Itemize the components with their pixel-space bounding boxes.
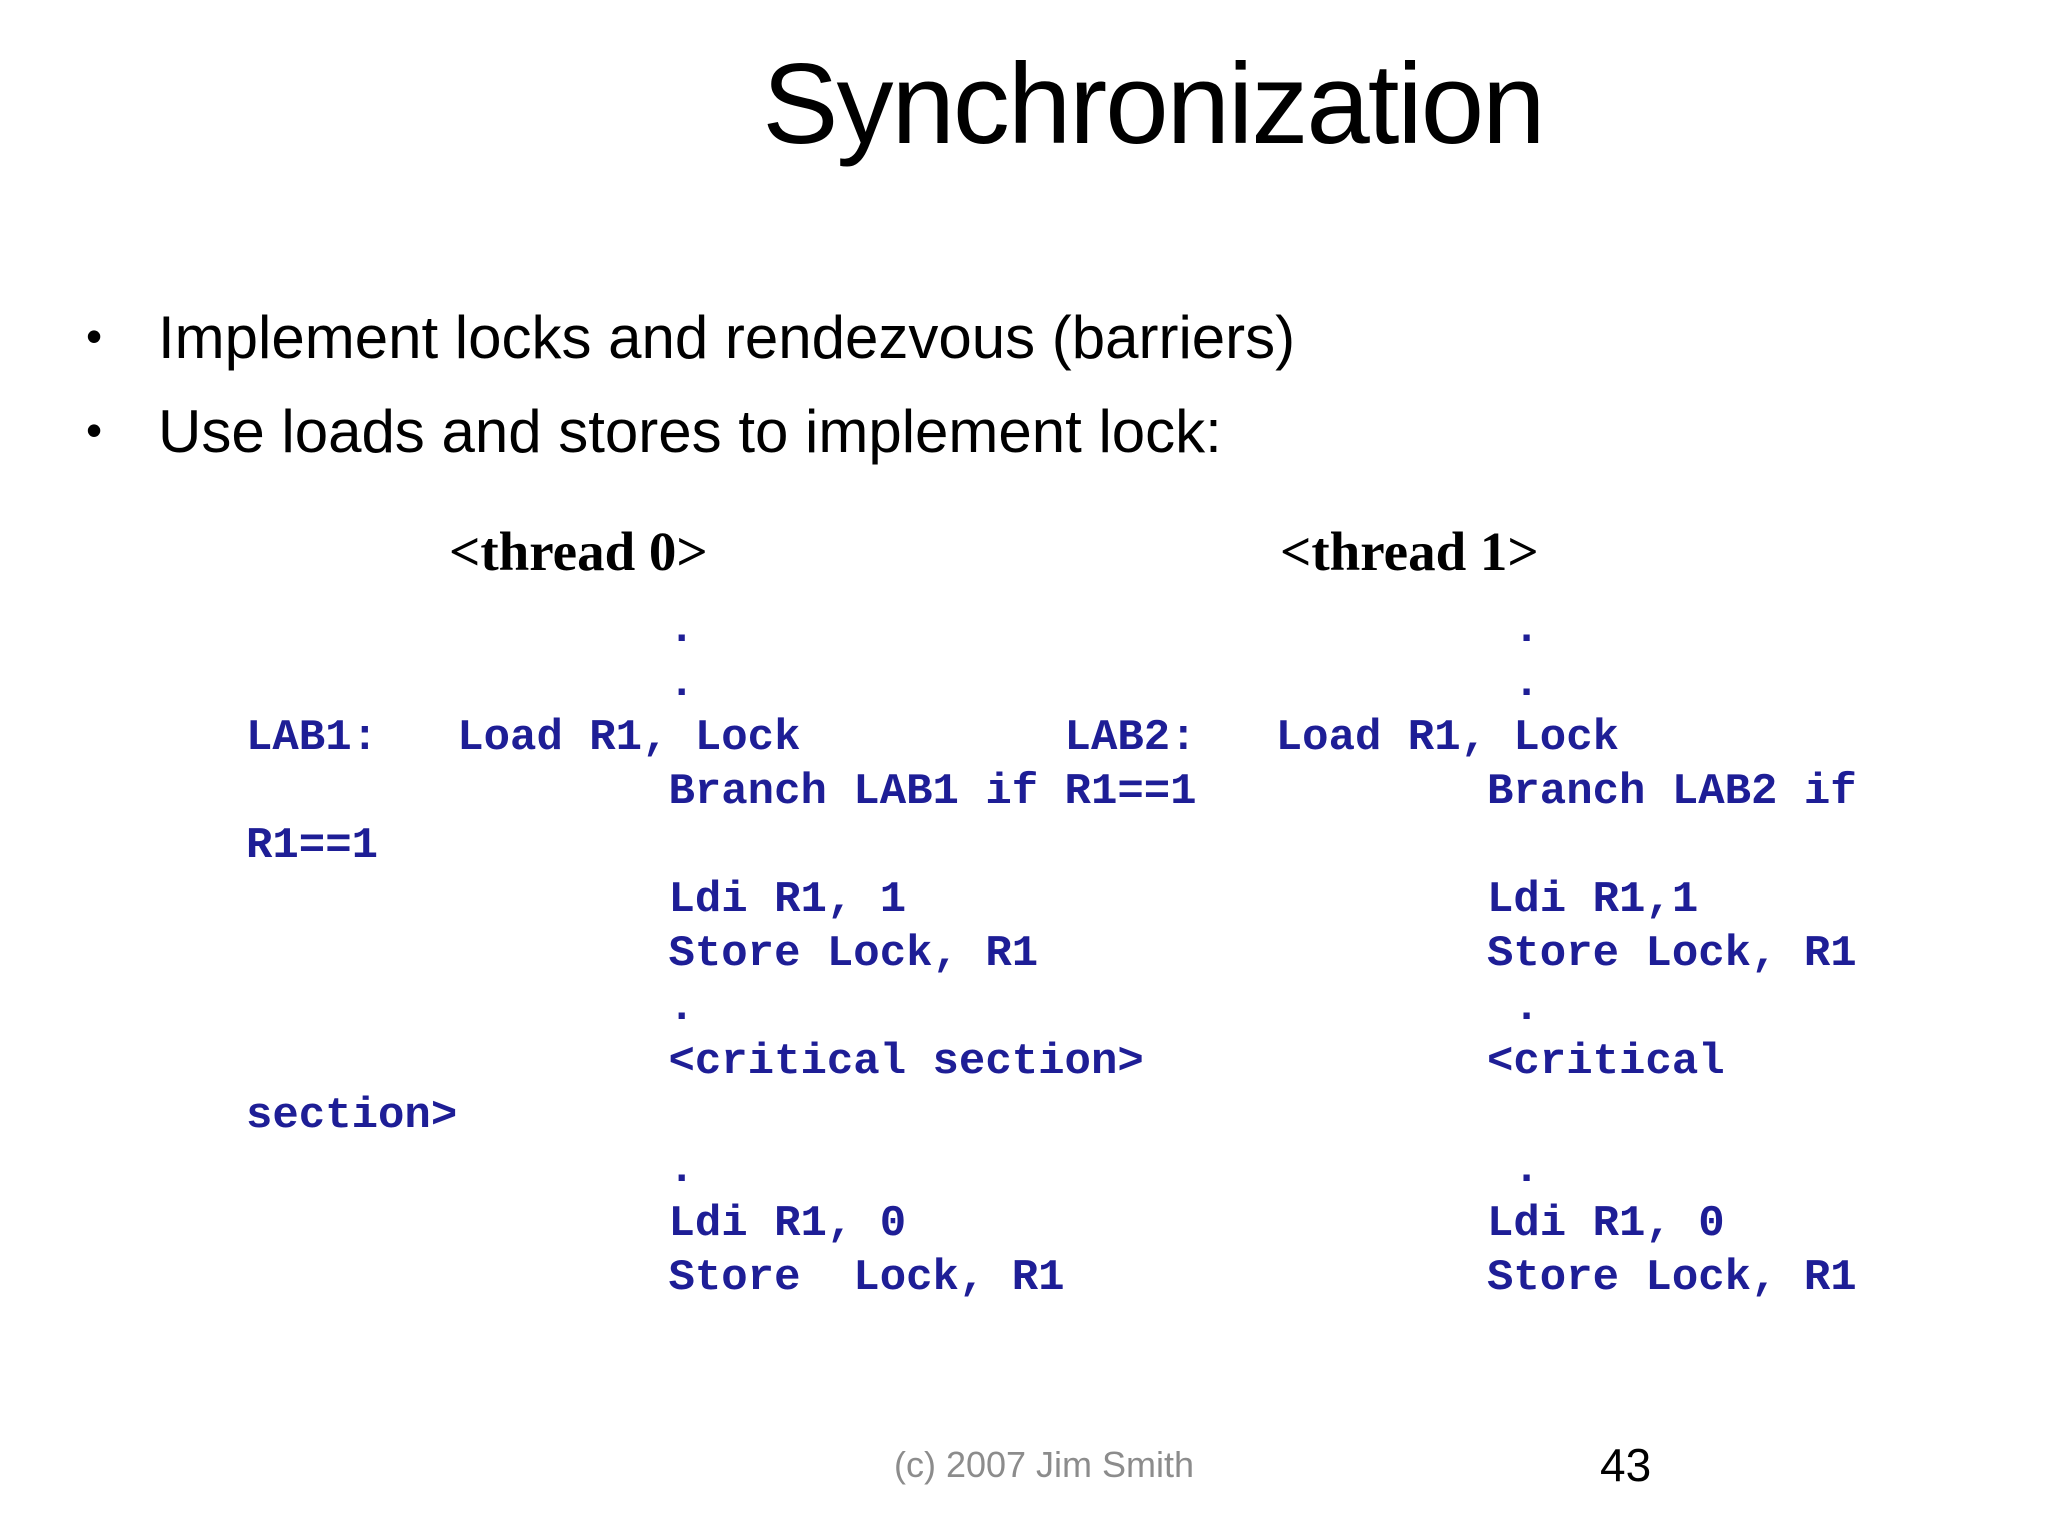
bullet-text: Implement locks and rendezvous (barriers… [158, 304, 1296, 371]
thread0-header: <thread 0> [449, 521, 708, 582]
page-number: 43 [1600, 1439, 1652, 1491]
bullet-item: • Implement locks and rendezvous (barrier… [86, 303, 1295, 372]
footer-copyright: (c) 2007 Jim Smith [893, 1444, 1195, 1485]
bullet-item: • Use loads and stores to implement lock: [86, 397, 1222, 466]
code-block: . . . . LAB1: Load R1, Lock LAB2: Load R… [246, 605, 1857, 1303]
bullet-icon: • [86, 404, 103, 456]
slide-title: Synchronization [762, 41, 1545, 168]
thread1-header: <thread 1> [1280, 521, 1539, 582]
bullet-text: Use loads and stores to implement lock: [158, 398, 1222, 465]
bullet-icon: • [86, 310, 103, 362]
